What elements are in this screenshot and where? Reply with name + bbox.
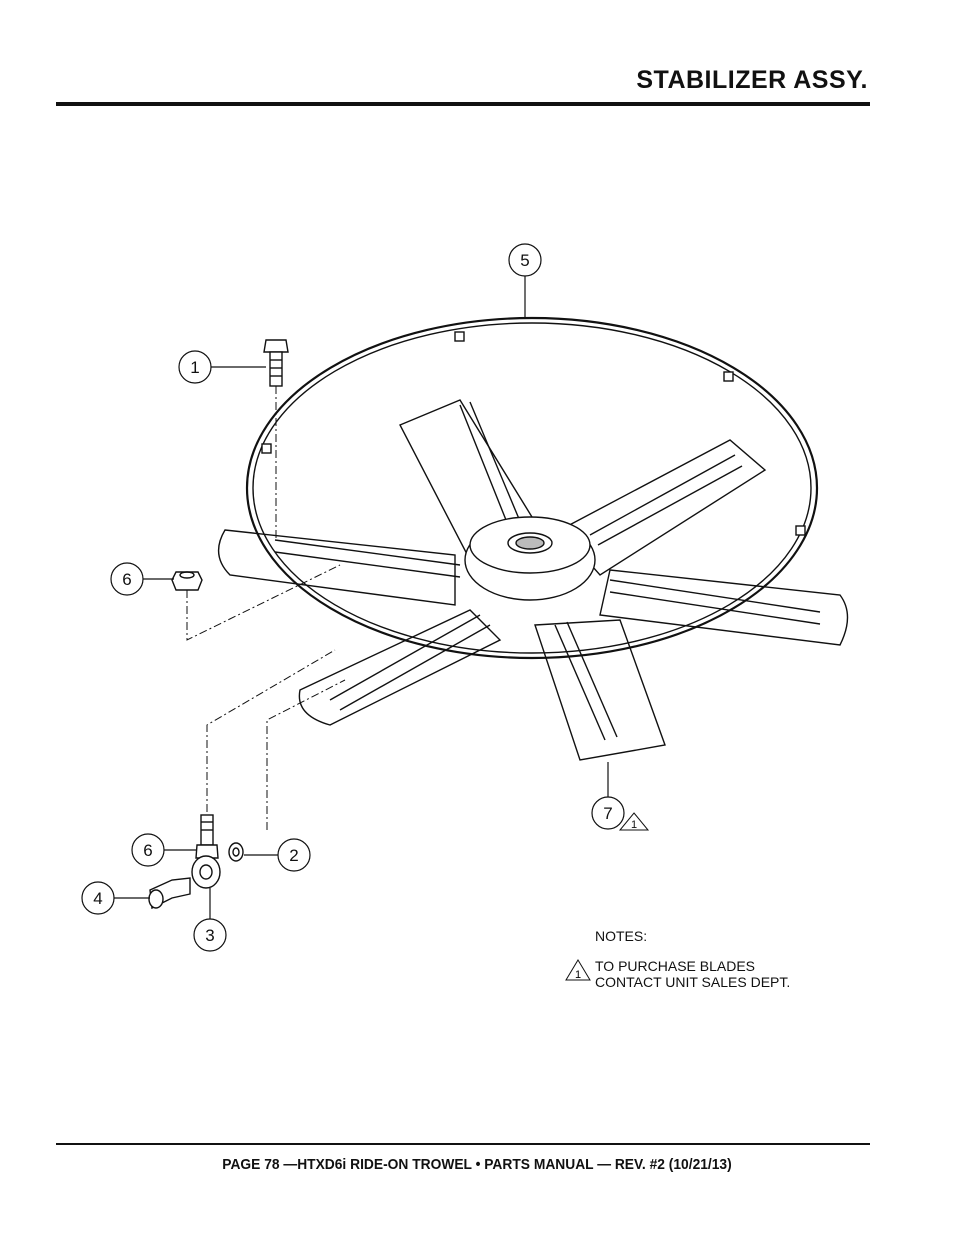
notes-block: NOTES: 1 TO PURCHASE BLADES CONTACT UNIT… (565, 928, 790, 990)
note-line-1: TO PURCHASE BLADES (595, 958, 756, 974)
callout-6-circle-upper (110, 562, 144, 596)
callout-2: 2 (289, 846, 298, 865)
callout-7-note-ref: 1 (631, 819, 637, 831)
callout-4-circle (81, 881, 115, 915)
blade-left (217, 529, 456, 606)
note-ref-number: 1 (575, 969, 581, 981)
note-warning-triangle-icon: 1 (565, 958, 591, 982)
bolt-part-1 (263, 339, 289, 387)
callout-1-circle (178, 350, 212, 384)
lower-fastener-assembly (148, 814, 244, 910)
callout-6-upper: 6 (122, 570, 131, 589)
header-rule (56, 102, 870, 106)
callout-6-circle-lower (131, 833, 165, 867)
callout-3: 3 (205, 926, 214, 945)
blade-lower-front (534, 619, 666, 761)
callout-7: 7 (603, 804, 612, 823)
callout-4: 4 (93, 889, 102, 908)
callout-3-circle (193, 918, 227, 952)
callout-5: 5 (520, 251, 529, 270)
callout-1: 1 (190, 358, 199, 377)
callout-5-circle (508, 243, 542, 277)
note-line-2: CONTACT UNIT SALES DEPT. (595, 974, 791, 990)
callout-2-circle (277, 838, 311, 872)
footer-rule (56, 1143, 870, 1145)
callout-6-lower: 6 (143, 841, 152, 860)
nut-part-6 (171, 571, 203, 591)
blade-lower-left (298, 609, 502, 726)
page-title: STABILIZER ASSY. (636, 66, 868, 94)
note-triangle-icon (618, 812, 650, 831)
page-footer: PAGE 78 —HTXD6i RIDE-ON TROWEL • PARTS M… (222, 1156, 732, 1173)
notes-heading: NOTES: (595, 928, 648, 944)
stabilizer-ring (245, 316, 819, 660)
callout-7-circle (591, 796, 625, 830)
